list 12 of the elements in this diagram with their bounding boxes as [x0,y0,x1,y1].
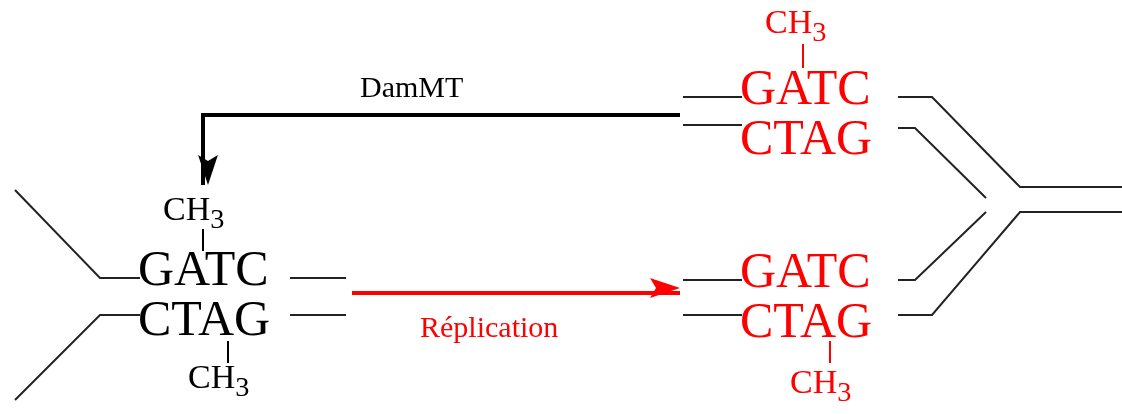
sequence-label: GATC [740,62,871,112]
methyl-label: CH$_{3}$ [188,360,250,402]
methyl-label: CH$_{3}$ [163,192,225,234]
sequence-label: CTAG [740,112,873,162]
sequence-label: GATC [138,243,269,293]
sequence-label: CTAG [740,295,873,345]
methyl-label: CH$_{3}$ [790,365,852,407]
methyl-label: CH$_{3}$ [765,5,827,47]
arrow [352,278,680,298]
sequence-label: GATC [740,245,871,295]
sequence-label: CTAG [138,293,271,343]
arrow [198,113,680,185]
